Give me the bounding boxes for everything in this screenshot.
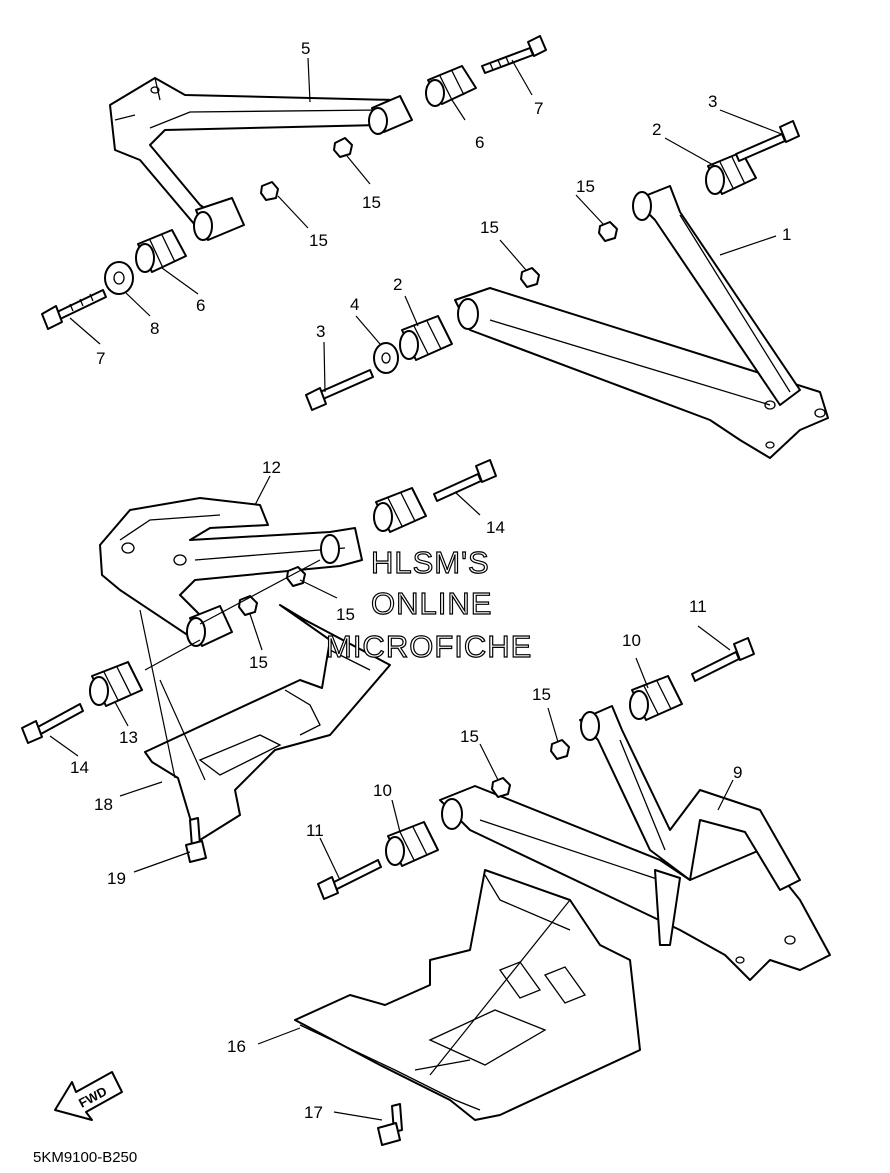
upper-arm-rear bbox=[99, 497, 363, 647]
callout-18: 18 bbox=[94, 795, 113, 814]
leader-lines bbox=[49, 57, 785, 1121]
bolt-3-lower bbox=[305, 369, 374, 411]
callout-10-lower: 10 bbox=[373, 781, 392, 800]
callout-5: 5 bbox=[301, 39, 310, 58]
callout-15-f: 15 bbox=[249, 653, 268, 672]
bushing-6-upper bbox=[425, 65, 477, 107]
diagram-code: 5KM9100-B250 bbox=[33, 1149, 137, 1166]
callout-15-d: 15 bbox=[480, 218, 499, 237]
callout-10-upper: 10 bbox=[622, 631, 641, 650]
callout-13: 13 bbox=[119, 728, 138, 747]
bushing-2-upper bbox=[705, 151, 757, 195]
bushing-10-upper bbox=[629, 675, 683, 721]
callout-7-lower: 7 bbox=[96, 349, 105, 368]
callout-16: 16 bbox=[227, 1037, 246, 1056]
lower-arm-front bbox=[454, 185, 829, 459]
nut-15-b bbox=[260, 181, 279, 201]
callout-1: 1 bbox=[782, 225, 791, 244]
callout-4: 4 bbox=[350, 295, 359, 314]
callout-numbers: 5 6 7 15 15 6 8 7 3 2 15 1 15 2 4 3 12 1… bbox=[70, 39, 791, 1122]
callout-14-upper: 14 bbox=[486, 518, 505, 537]
washer-4 bbox=[373, 342, 399, 374]
bolt-19 bbox=[185, 817, 207, 863]
bolt-3-upper bbox=[735, 120, 800, 162]
callout-7-upper: 7 bbox=[534, 99, 543, 118]
callout-9: 9 bbox=[733, 763, 742, 782]
bolt-14-lower bbox=[21, 703, 84, 744]
nut-15-h bbox=[491, 777, 511, 798]
nut-15-g bbox=[550, 739, 570, 760]
watermark-line-2: ONLINE bbox=[371, 586, 492, 621]
bushing-2-lower bbox=[399, 315, 453, 361]
bushing-13-upper bbox=[373, 487, 427, 533]
bolt-7-upper bbox=[481, 35, 547, 74]
bolt-11-upper bbox=[691, 637, 755, 682]
bolt-11-lower bbox=[317, 859, 382, 900]
skid-plate-16 bbox=[294, 869, 641, 1121]
callout-2-lower: 2 bbox=[393, 275, 402, 294]
washer-8 bbox=[104, 261, 134, 295]
callout-2-upper: 2 bbox=[652, 120, 661, 139]
watermark-line-1: HLSM'S bbox=[371, 545, 490, 580]
bushing-6-lower bbox=[135, 229, 187, 273]
bolt-14-upper bbox=[433, 459, 497, 502]
nut-15-d bbox=[520, 267, 540, 288]
bolt-17 bbox=[377, 1103, 403, 1146]
callout-17: 17 bbox=[304, 1103, 323, 1122]
callout-6-lower: 6 bbox=[196, 296, 205, 315]
callout-14-lower: 14 bbox=[70, 758, 89, 777]
callout-12: 12 bbox=[262, 458, 281, 477]
nut-15-a bbox=[333, 137, 353, 158]
bolt-7-lower bbox=[41, 289, 107, 330]
callout-15-h: 15 bbox=[460, 727, 479, 746]
bushing-10-lower bbox=[385, 821, 439, 867]
lower-arm-rear bbox=[439, 705, 831, 981]
fwd-arrow-icon: FWD bbox=[54, 1071, 123, 1121]
callout-8: 8 bbox=[150, 319, 159, 338]
watermark: HLSM'S ONLINE MICROFICHE bbox=[325, 544, 532, 664]
callout-19: 19 bbox=[107, 869, 126, 888]
guard-18 bbox=[144, 604, 391, 841]
callout-15-b: 15 bbox=[309, 231, 328, 250]
callout-15-e: 15 bbox=[336, 605, 355, 624]
callout-3-lower: 3 bbox=[316, 322, 325, 341]
callout-6-upper: 6 bbox=[475, 133, 484, 152]
bushing-13-lower bbox=[89, 661, 143, 707]
nut-15-c bbox=[598, 221, 618, 242]
callout-15-a: 15 bbox=[362, 193, 381, 212]
callout-3-upper: 3 bbox=[708, 92, 717, 111]
upper-arm-front bbox=[109, 77, 413, 241]
callout-15-c: 15 bbox=[576, 177, 595, 196]
callout-11-upper: 11 bbox=[689, 597, 707, 616]
watermark-line-3: MICROFICHE bbox=[326, 629, 532, 664]
callout-15-g: 15 bbox=[532, 685, 551, 704]
callout-11-lower: 11 bbox=[306, 821, 324, 840]
